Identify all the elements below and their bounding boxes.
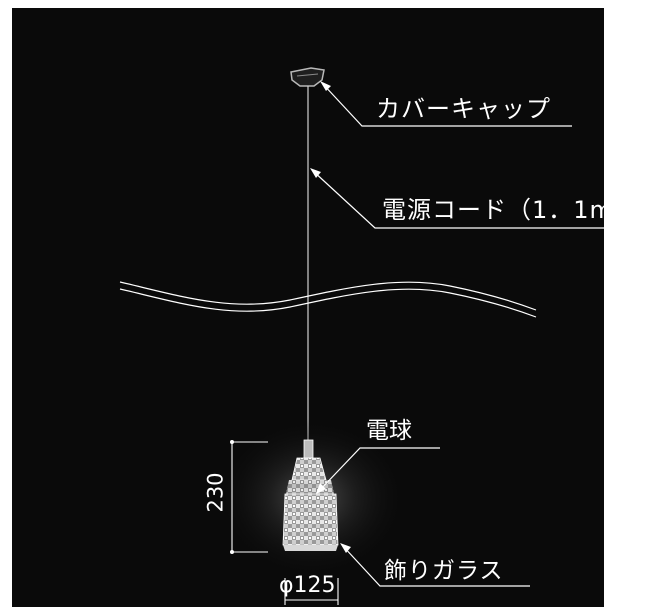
leader-bulb <box>317 447 440 493</box>
break-line-lower <box>119 288 537 318</box>
dim-dot-bottom <box>230 550 234 554</box>
cover-cap-icon <box>290 67 325 87</box>
leader-glass <box>341 544 530 587</box>
arrowhead-glass <box>340 543 351 553</box>
break-line-upper <box>119 281 537 311</box>
leader-power-cord <box>311 169 612 229</box>
label-power-cord: 電源コード（1．1m） <box>382 196 639 224</box>
label-decor-glass: 飾りガラス <box>384 558 504 584</box>
arrowhead-bulb <box>316 483 326 494</box>
dim-dot-top <box>230 440 234 444</box>
arrowhead-cover-cap <box>320 81 331 91</box>
label-diameter-125: φ125 <box>279 573 336 598</box>
arrowhead-power-cord <box>310 168 321 178</box>
label-height-230: 230 <box>203 472 228 513</box>
height-dimension <box>231 441 268 553</box>
label-bulb: 電球 <box>366 418 412 444</box>
diameter-dimension <box>284 578 339 605</box>
label-cover-cap: カバーキャップ <box>376 95 551 123</box>
pendant-lamp-icon <box>282 439 339 551</box>
leader-cover-cap <box>321 82 572 127</box>
